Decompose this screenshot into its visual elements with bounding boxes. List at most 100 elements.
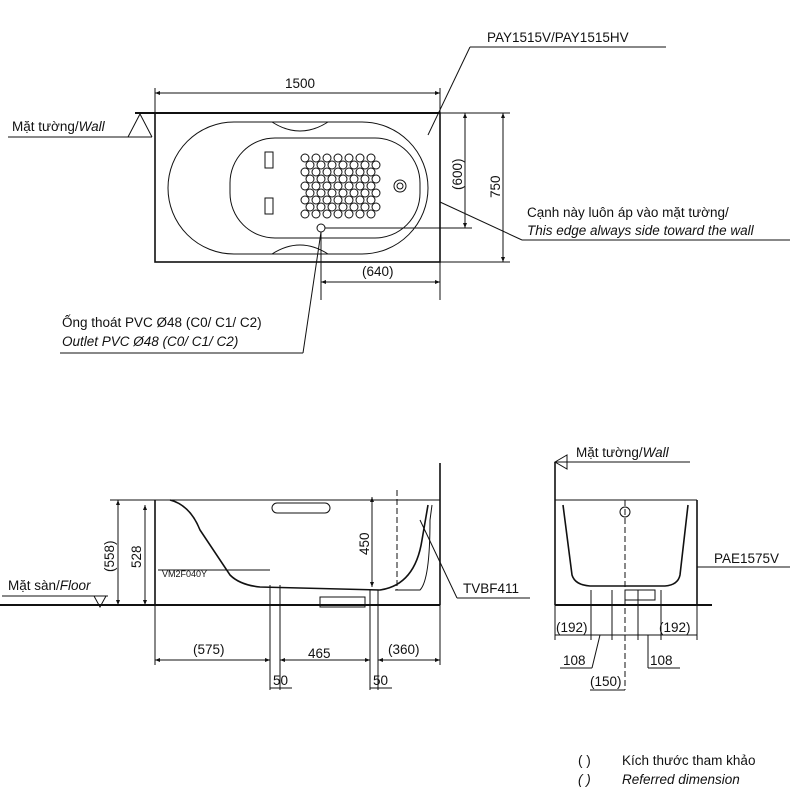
anti-slip-dot: [311, 167, 321, 177]
end-wall-label: Mặt tường/Wall: [576, 445, 670, 460]
dim-right-192: (192): [659, 620, 691, 635]
anti-slip-dot: [322, 181, 332, 191]
anti-slip-dot: [305, 202, 315, 212]
anti-slip-dot: [333, 195, 343, 205]
anti-slip-dot: [327, 174, 337, 184]
end-dims: [554, 590, 698, 691]
anti-slip-dot: [366, 195, 376, 205]
anti-slip-dot: [333, 167, 343, 177]
anti-slip-dot: [327, 160, 337, 170]
anti-slip-dot: [355, 181, 365, 191]
anti-slip-dots: [300, 153, 381, 219]
anti-slip-dot: [305, 188, 315, 198]
dim-drain-offset: (640): [362, 264, 394, 279]
anti-slip-dot: [333, 181, 343, 191]
anti-slip-dot: [300, 167, 310, 177]
anti-slip-dot: [305, 174, 315, 184]
overflow-icon: [393, 179, 407, 193]
anti-slip-dot: [338, 202, 348, 212]
anti-slip-dot: [371, 188, 381, 198]
dim-length: 1500: [285, 76, 315, 91]
drain-icon: [316, 223, 326, 233]
handle-slot: [271, 502, 331, 514]
anti-slip-dot: [349, 174, 359, 184]
dim-mid: 465: [308, 646, 331, 661]
edge-note-en: This edge always side toward the wall: [527, 223, 755, 238]
handle-bottom: [271, 244, 329, 255]
anti-slip-dot: [338, 160, 348, 170]
model-label: PAY1515V/PAY1515HV: [487, 30, 629, 45]
anti-slip-dot: [355, 209, 365, 219]
anti-slip-dot: [366, 209, 376, 219]
anti-slip-dot: [300, 209, 310, 219]
anti-slip-dot: [316, 160, 326, 170]
leg-a: 50: [273, 673, 288, 688]
top-view: 1500 (600) 750 (640) PAY1515V/PAY1515HV …: [8, 30, 790, 354]
anti-slip-dot: [300, 181, 310, 191]
dim-depth: 450: [357, 532, 372, 555]
anti-slip-dot: [311, 209, 321, 219]
anti-slip-dot: [327, 188, 337, 198]
tub-rim: [167, 121, 429, 255]
dim-inner-width: (600): [450, 158, 465, 190]
anti-slip-dot: [349, 188, 359, 198]
anti-slip-dot: [311, 153, 321, 163]
anti-slip-dot: [344, 167, 354, 177]
anti-slip-dot: [355, 195, 365, 205]
anti-slip-dot: [371, 202, 381, 212]
tub-end-profile: [562, 504, 689, 587]
drain-trap: [624, 589, 656, 601]
handle-top: [271, 121, 329, 132]
leg-right-108: 108: [650, 653, 673, 668]
legend-vi: Kích thước tham khảo: [622, 753, 755, 768]
leg-left-108: 108: [563, 653, 586, 668]
dim-right: (360): [388, 642, 420, 657]
drain-pipe: [395, 504, 433, 591]
overflow-icon: [619, 506, 631, 518]
anti-slip-dot: [338, 188, 348, 198]
anti-slip-dot: [333, 209, 343, 219]
anti-slip-dot: [338, 174, 348, 184]
legend: ( ) Kích thước tham khảo ( ) Referred di…: [578, 753, 755, 787]
anti-slip-dot: [360, 174, 370, 184]
anti-slip-dot: [355, 153, 365, 163]
side-view: 450 (558) 528 VM2F040Y Mặt sàn/Floor TVB…: [0, 463, 530, 690]
floor-symbol-icon: [93, 595, 107, 609]
pad: [264, 197, 274, 215]
anti-slip-dot: [366, 153, 376, 163]
dim-left-192: (192): [556, 620, 588, 635]
outlet-vi: Ống thoát PVC Ø48 (C0/ C1/ C2): [62, 315, 262, 330]
dim-left: (575): [193, 642, 225, 657]
outlet-en: Outlet PVC Ø48 (C0/ C1/ C2): [62, 334, 238, 349]
dim-width: 750: [488, 175, 503, 198]
dim-total-height: (558): [102, 540, 117, 572]
anti-slip-dot: [360, 202, 370, 212]
tub-basin: [229, 137, 421, 239]
anti-slip-dot: [305, 160, 315, 170]
legend-paren: ( ): [578, 772, 591, 787]
anti-slip-dot: [316, 202, 326, 212]
dim-center-150: (150): [590, 674, 622, 689]
anti-slip-dot: [322, 153, 332, 163]
anti-slip-dot: [322, 195, 332, 205]
anti-slip-dot: [344, 181, 354, 191]
wall-label: Mặt tường/Wall: [12, 119, 106, 134]
wall-arrow-icon: [554, 454, 568, 470]
legend-en: Referred dimension: [622, 772, 740, 787]
edge-note-vi: Cạnh này luôn áp vào mặt tường/: [527, 205, 729, 220]
anti-slip-dot: [311, 181, 321, 191]
anti-slip-dot: [344, 209, 354, 219]
anti-slip-dot: [311, 195, 321, 205]
anti-slip-dot: [349, 160, 359, 170]
overflow-icon: [396, 182, 404, 190]
tub-profile: [169, 499, 429, 591]
anti-slip-dot: [327, 202, 337, 212]
anti-slip-dot: [360, 160, 370, 170]
anti-slip-dot: [322, 209, 332, 219]
anti-slip-dot: [316, 188, 326, 198]
anti-slip-dot: [333, 153, 343, 163]
pad: [264, 151, 274, 169]
drain-trap: [319, 596, 366, 608]
